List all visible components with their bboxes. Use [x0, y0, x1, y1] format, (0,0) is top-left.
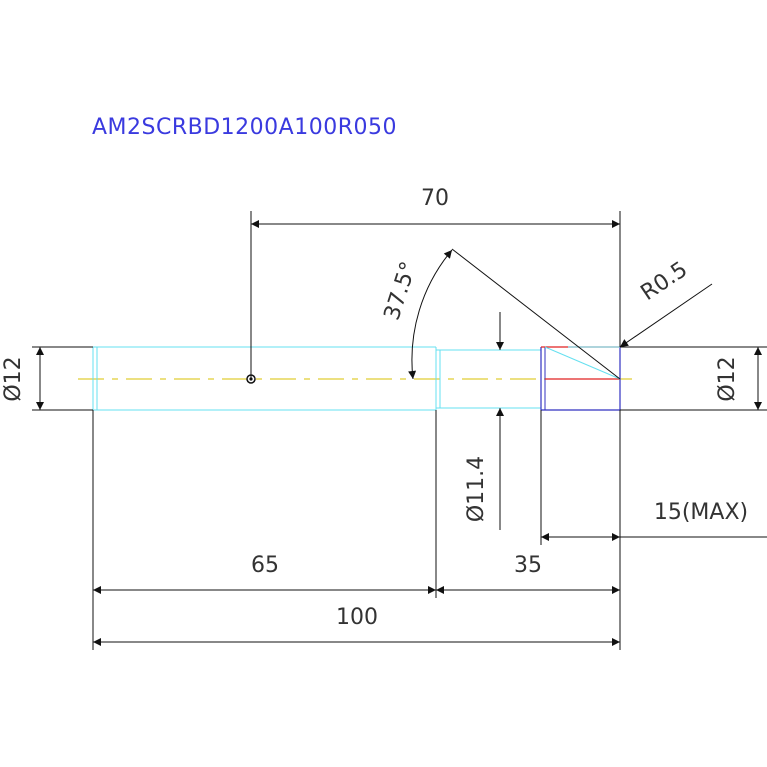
dimension-right-diameter: Ø12 — [620, 346, 767, 411]
neck-diameter-label: Ø11.4 — [464, 456, 489, 522]
dimension-65-35: 65 35 — [92, 410, 620, 650]
dimension-max-length: 15(MAX) — [540, 410, 767, 650]
overall-length-label: 100 — [336, 605, 378, 630]
right-diameter-label: Ø12 — [715, 356, 740, 401]
part-number-title: AM2SCRBD1200A100R050 — [92, 115, 397, 140]
tip-length-label: 35 — [514, 553, 542, 578]
dimension-neck-diameter: Ø11.4 — [464, 312, 504, 530]
tip-section — [540, 346, 621, 411]
radius-label: R0.5 — [637, 257, 693, 306]
shank-length-label: 65 — [251, 553, 279, 578]
dimension-70: 70 — [250, 186, 621, 379]
dimension-radius: R0.5 — [619, 257, 713, 348]
max-length-label: 15(MAX) — [654, 500, 748, 525]
dimension-100: 100 — [93, 605, 620, 646]
angle-label: 37.5° — [380, 259, 422, 324]
left-diameter-label: Ø12 — [1, 356, 26, 401]
dimension-left-diameter: Ø12 — [1, 346, 93, 411]
dimension-70-label: 70 — [421, 186, 449, 211]
